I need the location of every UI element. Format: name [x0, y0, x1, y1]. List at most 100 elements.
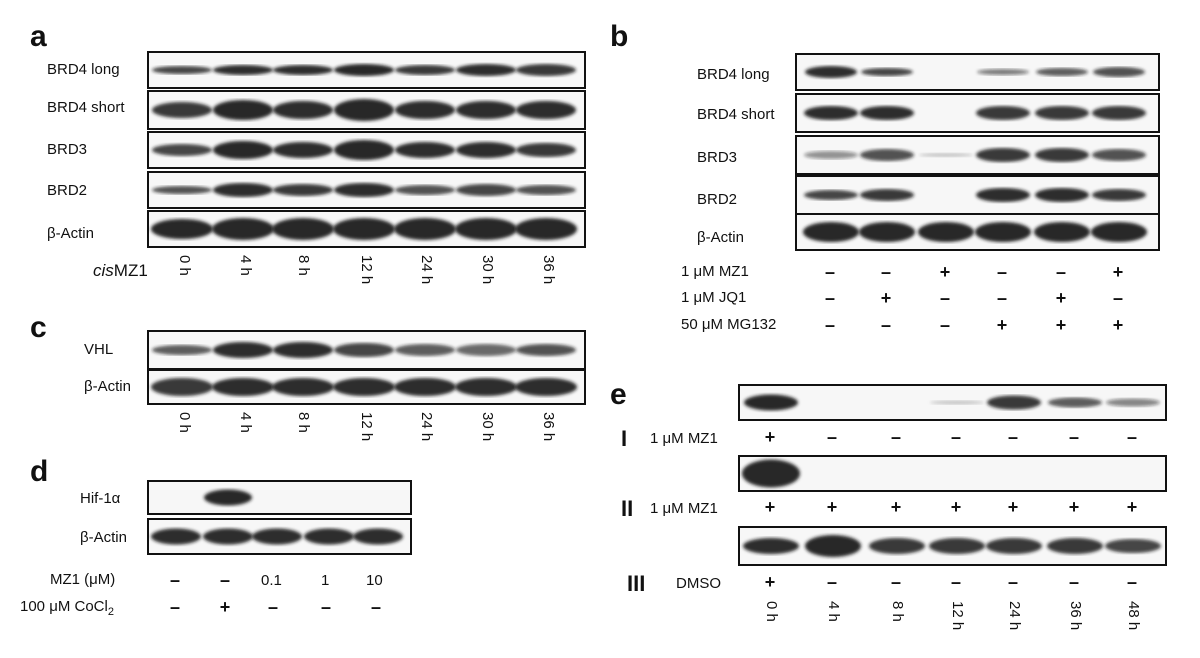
- row-label-beta-actin: β-Actin: [84, 378, 131, 395]
- band: [334, 64, 394, 76]
- sign: –: [996, 288, 1007, 308]
- sign: +: [890, 497, 902, 517]
- row-label-brd4-short: BRD4 short: [697, 106, 775, 123]
- sign: –: [824, 262, 835, 282]
- blot-e-set3: [738, 526, 1167, 566]
- band: [333, 218, 395, 240]
- set-roman-iii: III: [627, 571, 646, 596]
- time-label: 8 h: [295, 255, 312, 276]
- band: [1092, 189, 1146, 201]
- row-label-brd3: BRD3: [697, 149, 738, 166]
- row-label-brd2: BRD2: [47, 182, 88, 199]
- row-label-beta-actin: β-Actin: [80, 529, 127, 546]
- blot-a-brd4-long: [147, 51, 586, 89]
- time-label: 4 h: [237, 412, 254, 433]
- band: [455, 378, 517, 396]
- time-label: 4 h: [825, 601, 842, 622]
- band: [394, 378, 456, 396]
- sign: +: [1068, 497, 1080, 517]
- sign: –: [1126, 572, 1137, 592]
- time-label: 12 h: [358, 255, 375, 285]
- blot-e-set1: [738, 384, 1167, 421]
- band: [803, 222, 859, 242]
- band: [456, 101, 516, 119]
- band: [1035, 106, 1089, 120]
- band: [859, 222, 915, 242]
- band: [1048, 397, 1102, 408]
- band: [1093, 67, 1145, 77]
- band: [516, 143, 576, 157]
- band: [977, 69, 1029, 75]
- blot-d-hif1a: [147, 480, 412, 515]
- band: [919, 153, 973, 157]
- band: [976, 106, 1030, 120]
- band: [151, 378, 213, 396]
- band: [353, 528, 403, 545]
- band: [273, 101, 333, 119]
- band: [203, 528, 253, 545]
- band: [1092, 149, 1146, 161]
- band: [333, 378, 395, 396]
- time-label: 24 h: [418, 255, 435, 285]
- band: [152, 144, 212, 156]
- band: [272, 218, 334, 240]
- band: [516, 344, 576, 356]
- band: [516, 101, 576, 119]
- sign: –: [826, 572, 837, 592]
- value: 0.1: [261, 572, 282, 589]
- band: [395, 101, 455, 119]
- band: [212, 218, 274, 240]
- set-roman-i: I: [621, 426, 628, 451]
- time-label: 36 h: [1067, 601, 1084, 631]
- panel-e-label: e: [610, 378, 627, 411]
- time-label: 12 h: [949, 601, 966, 631]
- treatment-label-jq1: 1 μM JQ1: [681, 289, 747, 306]
- band: [395, 185, 455, 195]
- band: [152, 66, 212, 74]
- sign: +: [219, 597, 231, 617]
- blot-e-set2: [738, 455, 1167, 492]
- band: [516, 185, 576, 195]
- sign: –: [370, 597, 381, 617]
- band: [213, 141, 273, 159]
- band: [456, 344, 516, 356]
- band: [516, 64, 576, 76]
- band: [1036, 68, 1088, 76]
- blot-b-brd2: [795, 175, 1160, 215]
- band: [804, 106, 858, 120]
- band: [152, 345, 212, 355]
- sign: +: [1055, 288, 1067, 308]
- band: [930, 400, 984, 405]
- band: [152, 186, 212, 194]
- row-label-brd2: BRD2: [697, 191, 738, 208]
- band: [918, 222, 974, 242]
- panel-d-label: d: [30, 455, 49, 488]
- band: [987, 395, 1041, 410]
- band: [152, 102, 212, 118]
- time-label: 8 h: [889, 601, 906, 622]
- blot-b-brd3: [795, 135, 1160, 175]
- treatment-label-mz1: MZ1 (μM): [50, 571, 116, 588]
- sign: +: [1126, 497, 1138, 517]
- band: [515, 378, 577, 396]
- sign: +: [1112, 262, 1124, 282]
- sign: –: [939, 288, 950, 308]
- blot-a-brd4-short: [147, 90, 586, 130]
- sign: +: [939, 262, 951, 282]
- sign: –: [320, 597, 331, 617]
- sign: +: [1007, 497, 1019, 517]
- band: [1035, 188, 1089, 202]
- band: [804, 190, 858, 200]
- band: [456, 64, 516, 76]
- blot-b-brd4-short: [795, 93, 1160, 133]
- sign: –: [824, 288, 835, 308]
- sign: +: [1112, 315, 1124, 335]
- band: [804, 151, 858, 159]
- band: [395, 344, 455, 356]
- band: [273, 142, 333, 158]
- band: [515, 218, 577, 240]
- band: [860, 189, 914, 201]
- band: [213, 183, 273, 197]
- time-label: 0 h: [763, 601, 780, 622]
